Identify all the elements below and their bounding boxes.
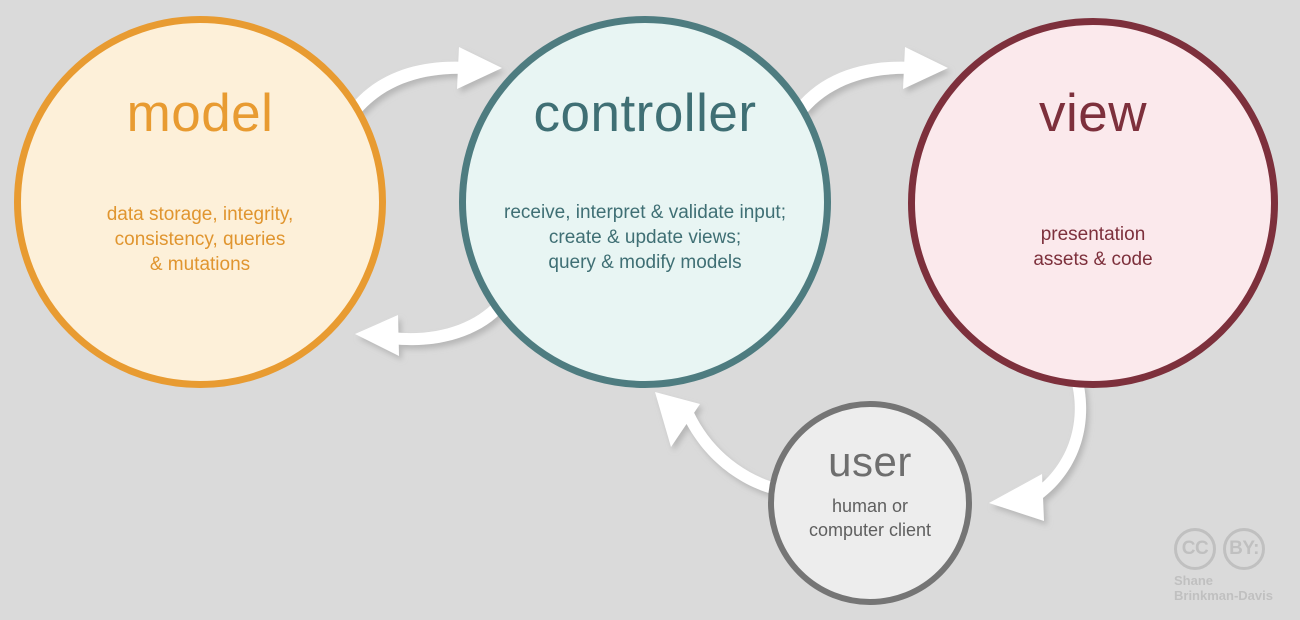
arrow-model-to-controller — [351, 47, 502, 113]
node-controller-title: controller — [533, 84, 757, 143]
arrow-controller-to-model — [355, 301, 505, 356]
author-credit: Shane Brinkman-Davis — [1174, 573, 1273, 604]
node-user-description: human or computer client — [808, 496, 932, 540]
cc-license-credit: CC BY: Shane Brinkman-Davis — [1174, 528, 1290, 610]
arrow-view-to-user — [989, 381, 1087, 521]
node-view-title: view — [1038, 84, 1148, 143]
node-controller-description: receive, interpret & validate input; cre… — [504, 202, 786, 274]
node-view-description: presentation assets & code — [1033, 224, 1153, 271]
arrow-controller-to-view — [796, 47, 948, 113]
node-model[interactable]: model data storage, integrity, consisten… — [14, 16, 386, 388]
arrow-user-to-controller — [655, 392, 783, 496]
cc-attribution-icon: BY: — [1223, 528, 1265, 570]
cc-badge-group: CC BY: — [1174, 528, 1290, 570]
node-controller[interactable]: controller receive, interpret & validate… — [459, 16, 831, 388]
creative-commons-icon: CC — [1174, 528, 1216, 570]
node-model-title: model — [126, 84, 274, 143]
node-user[interactable]: user human or computer client — [768, 401, 972, 605]
node-view[interactable]: view presentation assets & code — [908, 18, 1278, 388]
node-model-description: data storage, integrity, consistency, qu… — [106, 204, 294, 276]
node-user-title: user — [828, 438, 912, 485]
